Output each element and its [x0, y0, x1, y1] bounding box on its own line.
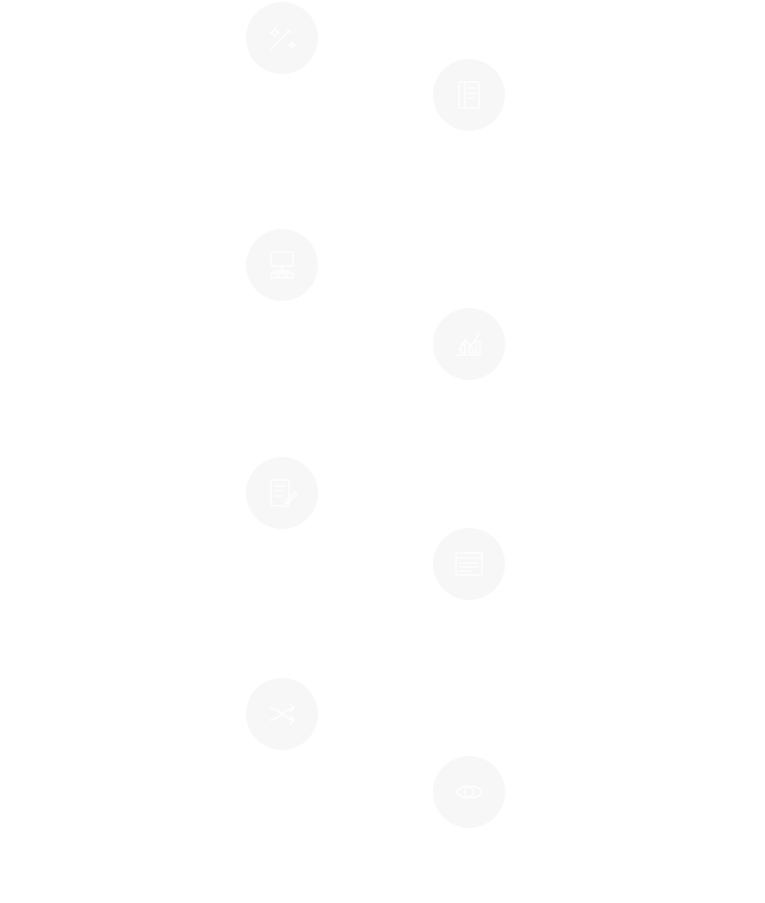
magic-pen-icon	[269, 27, 296, 50]
shuffle-arrows-icon	[269, 703, 295, 725]
timeline-step-1	[246, 2, 318, 74]
timeline-step-7	[246, 678, 318, 750]
edit-document-icon	[270, 479, 298, 507]
timeline-step-4	[433, 308, 505, 380]
browser-window-icon	[455, 552, 483, 576]
eye-preview-icon	[455, 785, 483, 799]
network-board-icon	[270, 251, 294, 279]
timeline-step-5	[246, 457, 318, 529]
timeline-step-2	[433, 59, 505, 131]
timeline-step-6	[433, 528, 505, 600]
timeline-step-3	[246, 229, 318, 301]
workflow-chart-icon	[456, 333, 482, 356]
document-panel-icon	[458, 81, 480, 109]
timeline-step-8	[433, 756, 505, 828]
